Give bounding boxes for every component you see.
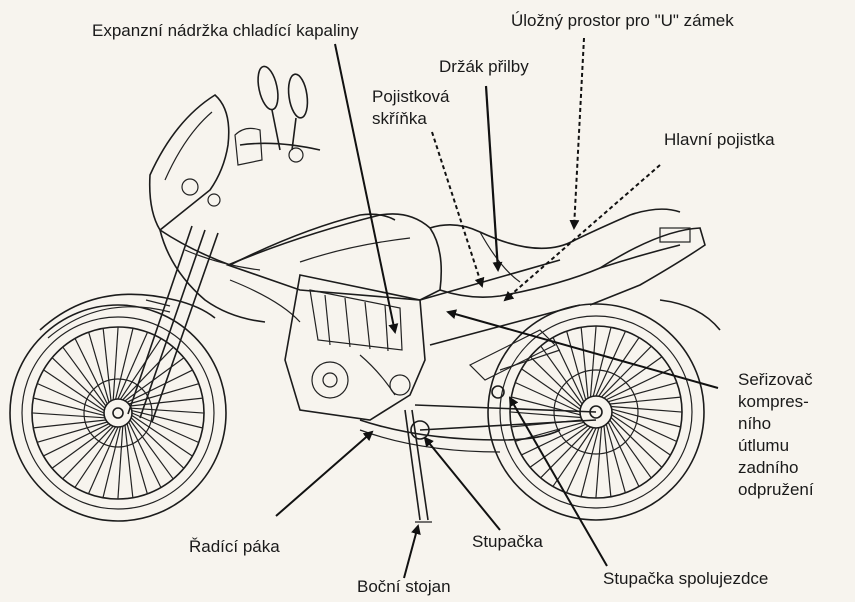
- wheel-spoke: [33, 420, 106, 428]
- wheel-spoke: [33, 398, 104, 415]
- label-u-lock-storage: Úložný prostor pro "U" zámek: [511, 10, 734, 32]
- arrow-shock-adjuster: [448, 312, 718, 388]
- label-helmet-holder: Držák přilby: [439, 56, 529, 78]
- front-wheel: [10, 305, 226, 521]
- wheel-spoke: [511, 397, 580, 415]
- arrow-fuse-box: [432, 132, 482, 286]
- arrow-side-stand: [404, 526, 418, 578]
- motorcycle-drawing: [10, 65, 720, 522]
- handlebar-mirrors: [235, 65, 320, 165]
- wheel-spoke: [130, 398, 203, 406]
- label-main-fuse: Hlavní pojistka: [664, 129, 775, 151]
- arrow-main-fuse: [505, 165, 660, 300]
- wheel-spoke: [32, 413, 105, 418]
- callout-arrows: [276, 38, 718, 578]
- wheel-spoke: [116, 328, 133, 399]
- label-passenger-footpeg: Stupačka spolujezdce: [603, 568, 768, 590]
- wheel-spoke: [103, 427, 120, 498]
- label-shock-adjuster: Seřizovač kompres- ního útlumu zadního o…: [738, 369, 814, 501]
- wheel-spoke: [113, 327, 118, 400]
- fuel-tank: [228, 214, 441, 322]
- label-footpeg: Stupačka: [472, 531, 543, 553]
- engine: [285, 275, 425, 420]
- arrow-u-lock-storage: [574, 38, 584, 228]
- wheel-spoke: [612, 409, 681, 427]
- tail-section: [590, 228, 720, 330]
- wheel-spoke: [103, 328, 111, 401]
- label-fuse-box: Pojistková skříňka: [372, 86, 449, 130]
- label-shift-lever: Řadící páka: [189, 536, 280, 558]
- wheel-spoke: [118, 426, 123, 499]
- front-forks: [128, 226, 218, 422]
- wheel-spoke: [581, 428, 599, 497]
- wheel-spoke: [593, 327, 611, 396]
- arrow-shift-lever: [276, 432, 372, 516]
- arrow-helmet-holder: [486, 86, 498, 270]
- label-expansion-tank: Expanzní nádržka chladící kapaliny: [92, 20, 359, 42]
- wheel-spoke: [125, 425, 133, 498]
- label-side-stand: Boční stojan: [357, 576, 451, 598]
- front-fairing: [150, 95, 395, 322]
